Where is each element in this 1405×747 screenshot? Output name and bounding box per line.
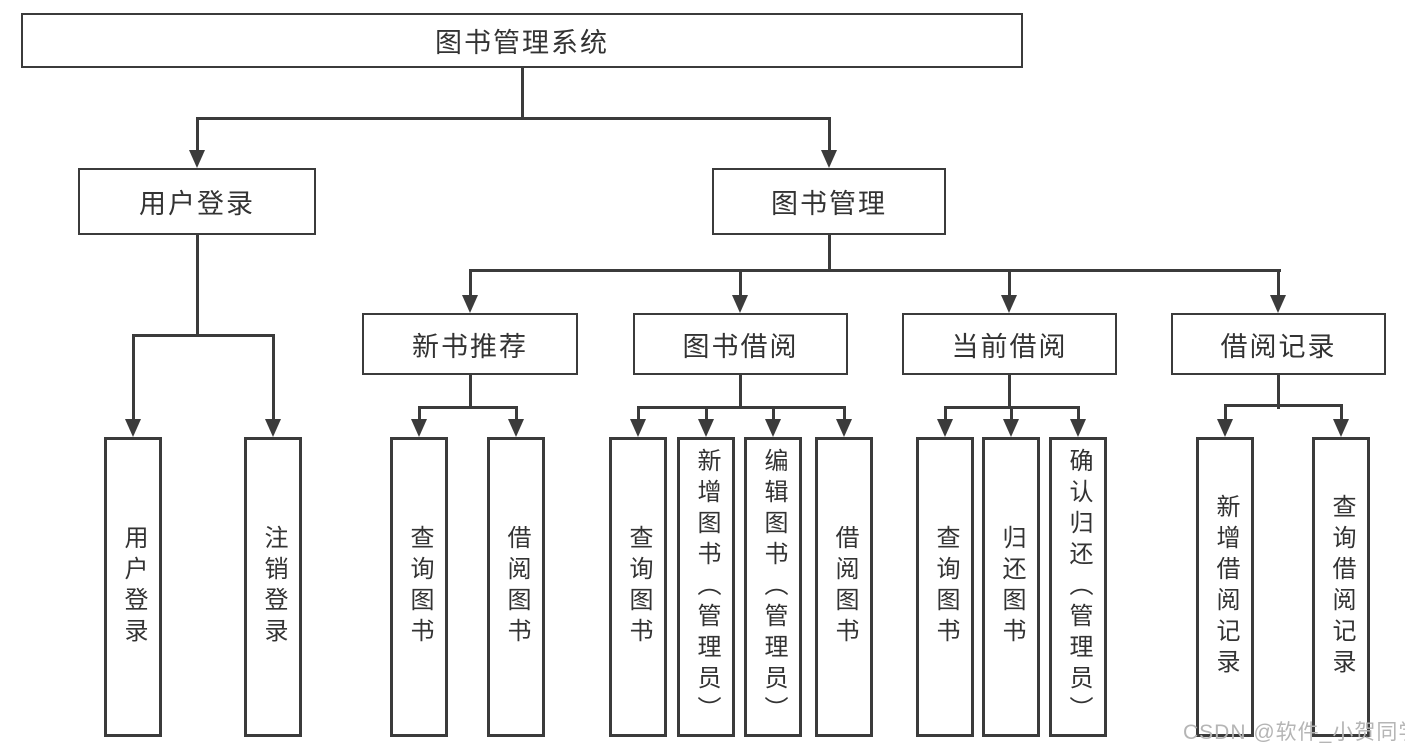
leaf-add-borrow-record: 新增借阅记录 xyxy=(1196,437,1254,737)
connector-line xyxy=(944,406,947,421)
arrow-down-icon xyxy=(265,419,281,437)
arrow-down-icon xyxy=(189,150,205,168)
leaf-query-books-recommend: 查询图书 xyxy=(390,437,448,737)
leaf-user-login-label: 用户登录 xyxy=(120,525,147,649)
leaf-query-books-current-label: 查询图书 xyxy=(932,525,959,649)
connector-line xyxy=(132,334,135,421)
node-borrow-records: 借阅记录 xyxy=(1171,313,1386,375)
connector-line xyxy=(1277,269,1280,297)
arrow-down-icon xyxy=(462,295,478,313)
connector-line xyxy=(272,334,275,421)
connector-line xyxy=(1340,404,1343,421)
connector-line xyxy=(739,269,742,297)
arrow-down-icon xyxy=(836,419,852,437)
leaf-return-books-label: 归还图书 xyxy=(998,525,1025,649)
connector-line xyxy=(772,406,775,421)
connector-line xyxy=(828,117,831,152)
arrow-down-icon xyxy=(698,419,714,437)
connector-line xyxy=(521,68,524,119)
leaf-query-borrow-record: 查询借阅记录 xyxy=(1312,437,1370,737)
connector-line xyxy=(418,406,421,421)
arrow-down-icon xyxy=(411,419,427,437)
node-root: 图书管理系统 xyxy=(21,13,1023,68)
connector-line xyxy=(515,406,518,421)
arrow-down-icon xyxy=(1333,419,1349,437)
node-user-login-label: 用户登录 xyxy=(139,189,255,219)
arrow-down-icon xyxy=(1217,419,1233,437)
leaf-confirm-return-admin-label: 确认归还（管理员） xyxy=(1065,447,1092,727)
connector-line xyxy=(1224,404,1343,407)
leaf-confirm-return-admin: 确认归还（管理员） xyxy=(1049,437,1107,737)
connector-line xyxy=(739,373,742,409)
arrow-down-icon xyxy=(821,150,837,168)
connector-line xyxy=(1008,373,1011,409)
connector-line xyxy=(196,117,831,120)
leaf-add-borrow-record-label: 新增借阅记录 xyxy=(1212,494,1239,680)
connector-line xyxy=(469,373,472,409)
connector-line xyxy=(637,406,640,421)
connector-line xyxy=(1077,406,1080,421)
connector-line xyxy=(469,269,472,297)
connector-line xyxy=(469,269,1281,272)
connector-line xyxy=(637,406,846,409)
leaf-borrow-books: 借阅图书 xyxy=(815,437,873,737)
connector-line xyxy=(132,334,274,337)
connector-line xyxy=(196,117,199,152)
node-root-label: 图书管理系统 xyxy=(435,28,609,58)
node-book-management: 图书管理 xyxy=(712,168,946,235)
arrow-down-icon xyxy=(937,419,953,437)
arrow-down-icon xyxy=(1001,295,1017,313)
leaf-logout-label: 注销登录 xyxy=(260,525,287,649)
connector-line xyxy=(196,234,199,337)
leaf-add-books-admin: 新增图书（管理员） xyxy=(677,437,735,737)
connector-line xyxy=(1010,406,1013,421)
node-current-borrow: 当前借阅 xyxy=(902,313,1117,375)
connector-line xyxy=(1224,404,1227,421)
leaf-user-login: 用户登录 xyxy=(104,437,162,737)
arrow-down-icon xyxy=(1070,419,1086,437)
leaf-logout: 注销登录 xyxy=(244,437,302,737)
leaf-query-books-current: 查询图书 xyxy=(916,437,974,737)
node-current-borrow-label: 当前借阅 xyxy=(951,331,1068,362)
leaf-edit-books-admin: 编辑图书（管理员） xyxy=(744,437,802,737)
node-new-book-recommend-label: 新书推荐 xyxy=(412,331,528,362)
leaf-query-borrow-record-label: 查询借阅记录 xyxy=(1328,494,1355,680)
connector-line xyxy=(843,406,846,421)
leaf-query-books-recommend-label: 查询图书 xyxy=(406,525,433,649)
connector-line xyxy=(705,406,708,421)
leaf-query-books-borrow-label: 查询图书 xyxy=(625,525,652,649)
node-new-book-recommend: 新书推荐 xyxy=(362,313,578,375)
csdn-watermark: CSDN @软件_小贺同学 xyxy=(1183,721,1405,744)
leaf-borrow-books-recommend-label: 借阅图书 xyxy=(503,525,530,649)
connector-line xyxy=(1008,269,1011,297)
connector-line xyxy=(1277,373,1280,409)
arrow-down-icon xyxy=(125,419,141,437)
node-user-login: 用户登录 xyxy=(78,168,316,235)
leaf-return-books: 归还图书 xyxy=(982,437,1040,737)
node-borrow-records-label: 借阅记录 xyxy=(1220,331,1337,362)
arrow-down-icon xyxy=(765,419,781,437)
leaf-borrow-books-label: 借阅图书 xyxy=(831,525,858,649)
node-book-borrow-label: 图书借阅 xyxy=(682,331,799,362)
arrow-down-icon xyxy=(1003,419,1019,437)
arrow-down-icon xyxy=(630,419,646,437)
node-book-management-label: 图书管理 xyxy=(771,189,887,219)
connector-line xyxy=(828,234,831,272)
connector-line xyxy=(418,406,518,409)
leaf-add-books-admin-label: 新增图书（管理员） xyxy=(693,447,720,727)
leaf-borrow-books-recommend: 借阅图书 xyxy=(487,437,545,737)
leaf-edit-books-admin-label: 编辑图书（管理员） xyxy=(760,447,787,727)
node-book-borrow: 图书借阅 xyxy=(633,313,848,375)
arrow-down-icon xyxy=(508,419,524,437)
leaf-query-books-borrow: 查询图书 xyxy=(609,437,667,737)
arrow-down-icon xyxy=(732,295,748,313)
arrow-down-icon xyxy=(1270,295,1286,313)
